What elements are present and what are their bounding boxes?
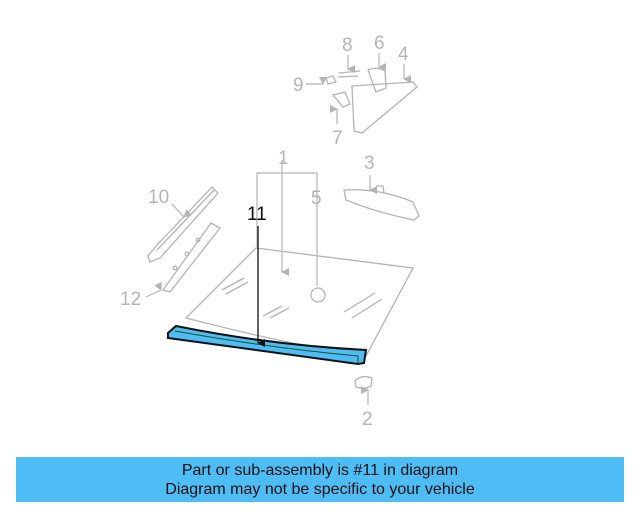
- callout-6[interactable]: 6: [374, 33, 385, 54]
- callout-10[interactable]: 10: [148, 187, 169, 208]
- callout-12-leader: [145, 281, 162, 298]
- callout-11[interactable]: 11: [247, 204, 267, 225]
- callout-1-leader: [256, 160, 318, 286]
- callout-7[interactable]: 7: [332, 128, 343, 149]
- callout-3[interactable]: 3: [364, 153, 375, 174]
- mount-button-part[interactable]: [354, 375, 373, 389]
- pillar-molding-part[interactable]: [147, 186, 219, 263]
- callout-9[interactable]: 9: [293, 75, 304, 96]
- lower-molding-part[interactable]: [167, 324, 368, 366]
- banner-part-number-text: Part or sub-assembly is #11 in diagram: [181, 461, 459, 479]
- pillar-retainer-part[interactable]: [161, 222, 221, 293]
- callout-8[interactable]: 8: [342, 35, 353, 56]
- callout-12[interactable]: 12: [120, 289, 141, 310]
- rearview-mirror-part[interactable]: [343, 185, 420, 221]
- callout-5[interactable]: 5: [311, 188, 322, 209]
- info-banner: Part or sub-assembly is #11 in diagram D…: [16, 457, 624, 502]
- callout-1[interactable]: 1: [278, 148, 289, 169]
- parts-diagram: 1 5 11 10 12 3 4 6 8 9 7 2: [120, 33, 420, 430]
- callout-4[interactable]: 4: [398, 44, 409, 65]
- callout-2[interactable]: 2: [362, 409, 373, 430]
- mirror-assembly-part[interactable]: [325, 67, 418, 134]
- callout-10-leader: [171, 203, 192, 218]
- banner-disclaimer-text: Diagram may not be specific to your vehi…: [165, 480, 475, 498]
